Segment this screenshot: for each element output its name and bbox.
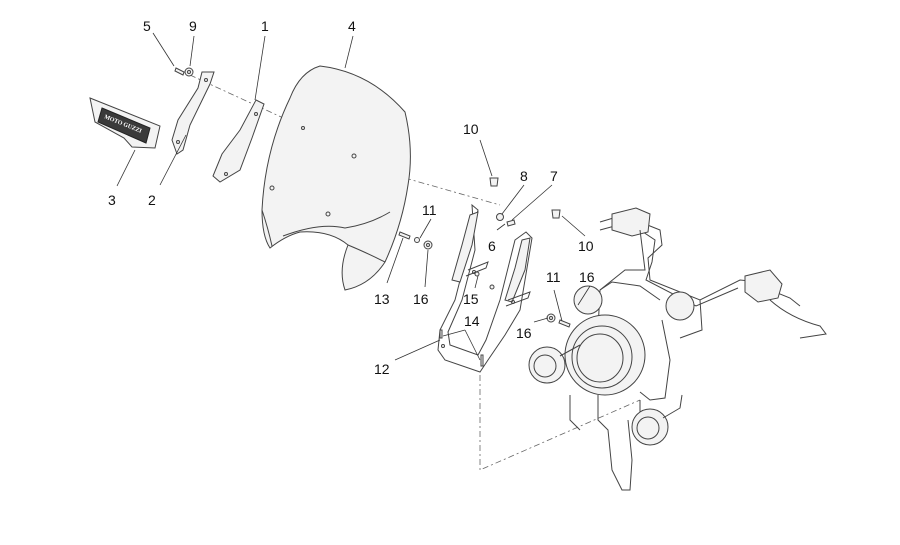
callout-1: 1	[261, 18, 269, 34]
callout-5: 5	[143, 18, 151, 34]
assembly-axis-lines	[189, 74, 641, 471]
callout-8: 8	[520, 168, 528, 184]
part-deflector-strip	[212, 99, 265, 183]
part-fastener-15	[474, 271, 495, 290]
callout-14: 14	[464, 313, 480, 329]
callout-2: 2	[148, 192, 156, 208]
callout-10-right: 10	[578, 238, 594, 254]
callout-labels: 1 2 3 4 5 6 7 8 9 10 10 11 11 12 13 14 1…	[108, 18, 595, 377]
part-fastener-16-left	[423, 240, 433, 250]
callout-16-right: 16	[579, 269, 595, 285]
motorcycle-front-assembly	[528, 207, 827, 491]
callout-4: 4	[348, 18, 356, 34]
part-logo-plate: MOTO GUZZI	[89, 97, 161, 149]
part-windshield-frame	[437, 203, 533, 373]
callout-3: 3	[108, 192, 116, 208]
callout-7: 7	[550, 168, 558, 184]
callout-9: 9	[189, 18, 197, 34]
callout-13: 13	[374, 291, 390, 307]
part-side-bracket	[171, 71, 215, 155]
callout-leader-lines	[116, 32, 591, 361]
callout-6: 6	[488, 238, 496, 254]
part-fastener-16-right	[546, 313, 556, 323]
part-fastener-10-upper	[489, 177, 499, 187]
callout-16-lower: 16	[516, 325, 532, 341]
part-fastener-10-right	[551, 209, 561, 219]
part-windshield	[261, 65, 411, 291]
callout-11-left: 11	[422, 202, 437, 218]
callout-16-left: 16	[413, 291, 429, 307]
callout-12: 12	[374, 361, 390, 377]
part-washer-9	[184, 67, 194, 77]
callout-15: 15	[463, 291, 479, 307]
callout-10-upper: 10	[463, 121, 479, 137]
part-fastener-13	[398, 231, 411, 240]
callout-11-right: 11	[546, 269, 561, 285]
part-fastener-11-right	[558, 319, 571, 328]
part-fastener-14	[439, 329, 484, 367]
part-fastener-11-left	[414, 237, 420, 243]
part-fastener-8	[496, 213, 504, 221]
part-fastener-7	[506, 219, 516, 227]
part-screw-5	[174, 67, 185, 76]
